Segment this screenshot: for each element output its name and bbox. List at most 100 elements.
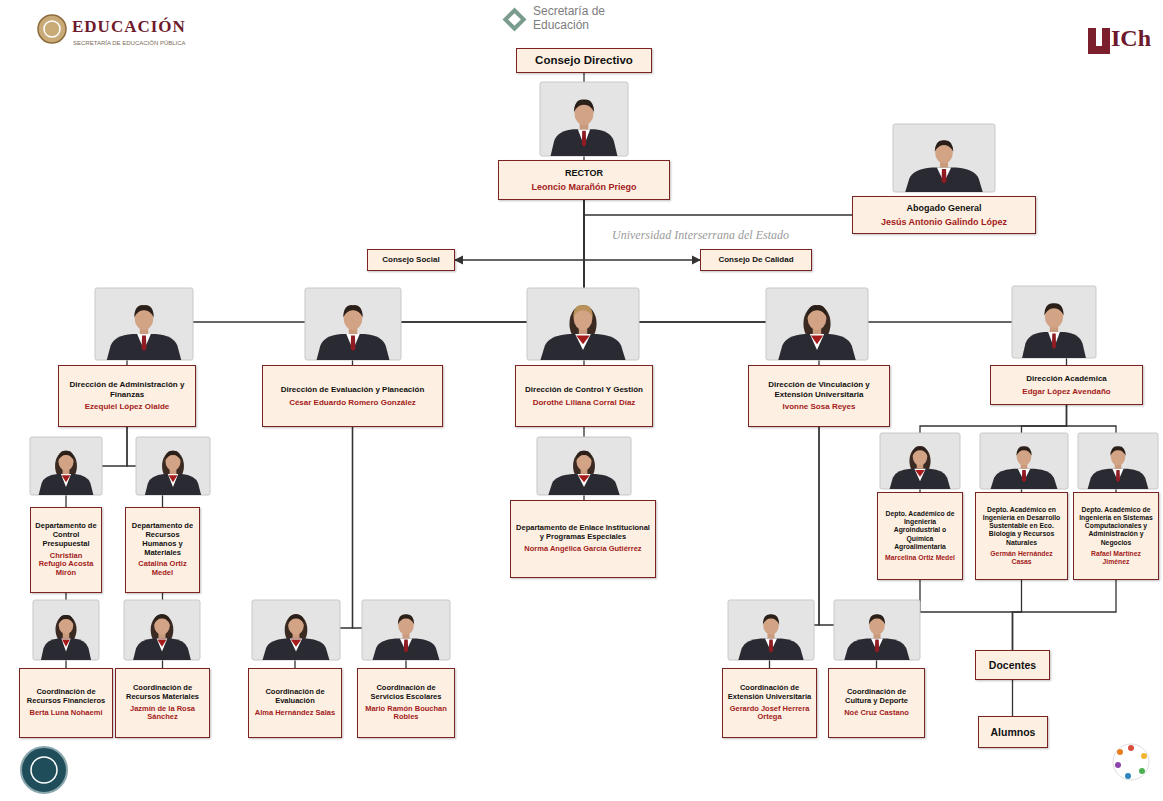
portrait-photo bbox=[766, 288, 868, 360]
body-box: Consejo Social bbox=[367, 249, 455, 271]
portrait-photo bbox=[362, 600, 450, 660]
box-title: Coordinación de Recursos Financieros bbox=[24, 688, 108, 706]
position-box: Departamento de Recursos Humanos y Mater… bbox=[125, 507, 200, 593]
person-name: Germán Hernández Casas bbox=[980, 550, 1063, 566]
person-name: Dorothé Liliana Corral Díaz bbox=[533, 398, 636, 407]
position-box: Dirección AcadémicaEdgar López Avendaño bbox=[990, 365, 1143, 405]
body-box: Consejo De Calidad bbox=[700, 249, 812, 271]
portrait-photo bbox=[1012, 286, 1096, 358]
position-box: Dirección de Administración y FinanzasEz… bbox=[58, 365, 196, 427]
person-name: Catalina Ortiz Medel bbox=[130, 560, 195, 578]
position-box: RECTOR Leoncio Marañón Priego bbox=[498, 160, 670, 200]
position-box: Coordinación de Recursos FinancierosBert… bbox=[19, 668, 113, 738]
box-title: Dirección de Control Y Gestión bbox=[525, 385, 643, 394]
person-name: Edgar López Avendaño bbox=[1022, 387, 1110, 396]
position-box: Dirección de Evaluación y PlaneaciónCésa… bbox=[262, 365, 443, 427]
org-connector bbox=[584, 200, 852, 215]
portrait-photo bbox=[124, 600, 200, 660]
box-title: Consejo De Calidad bbox=[718, 255, 793, 264]
portrait-photo bbox=[834, 600, 920, 660]
box-title: Consejo Social bbox=[382, 255, 439, 264]
portrait-photo bbox=[980, 433, 1068, 489]
certification-seal bbox=[21, 747, 67, 793]
portrait-photo bbox=[30, 437, 102, 495]
sep-emblem bbox=[502, 7, 526, 31]
box-title: Docentes bbox=[989, 659, 1036, 671]
person-name: Marcelina Ortiz Medel bbox=[885, 554, 955, 562]
portrait-photo bbox=[252, 600, 340, 660]
person-name: Alma Hernández Salas bbox=[255, 709, 335, 718]
box-title: Departamento de Recursos Humanos y Mater… bbox=[130, 522, 195, 557]
person-name: Christian Refugio Acosta Mirón bbox=[35, 552, 97, 579]
position-box: Departamento de Enlace Institucional y P… bbox=[510, 500, 656, 578]
portrait-photo bbox=[893, 124, 995, 192]
box-title: RECTOR bbox=[565, 168, 603, 179]
portrait-photo bbox=[136, 437, 210, 495]
box-title: Consejo Directivo bbox=[535, 54, 633, 68]
org-connector bbox=[1013, 580, 1022, 650]
portrait-photo bbox=[95, 288, 193, 360]
org-connector bbox=[1013, 580, 1117, 650]
person-name: Ezequiel López Olalde bbox=[85, 402, 169, 411]
person-name: Mario Ramón Bouchan Robles bbox=[362, 705, 450, 723]
person-name: Ivonne Sosa Reyes bbox=[783, 402, 856, 411]
person-name: Jazmín de la Rosa Sánchez bbox=[120, 705, 205, 723]
position-box: Coordinación de Servicios EscolaresMario… bbox=[357, 668, 455, 738]
education-emblem bbox=[38, 15, 66, 43]
person-name: Rafael Martínez Jiménez bbox=[1078, 550, 1154, 566]
position-box: Coordinación de Extensión UniversitariaG… bbox=[722, 668, 817, 738]
box-title: Depto. Académico en Ingeniería en Desarr… bbox=[980, 506, 1063, 546]
body-box: Alumnos bbox=[978, 716, 1048, 748]
body-box: Docentes bbox=[975, 650, 1050, 680]
box-title: Dirección de Vinculación y Extensión Uni… bbox=[753, 380, 885, 399]
university-logo bbox=[1088, 28, 1110, 54]
box-title: Coordinación de Cultura y Deporte bbox=[833, 688, 920, 706]
person-name: Noé Cruz Castano bbox=[844, 709, 909, 718]
position-box: Abogado GeneralJesús Antonio Galindo Lóp… bbox=[852, 196, 1036, 234]
person-name: Berta Luna Nohaemi bbox=[30, 709, 103, 718]
position-box: Departamento de Control PresupuestalChri… bbox=[30, 507, 102, 593]
watermark: Universidad Interserrana del Estado bbox=[612, 229, 789, 242]
people-logo bbox=[1113, 744, 1149, 780]
box-title: Coordinación de Servicios Escolares bbox=[362, 684, 450, 702]
body-box: Consejo Directivo bbox=[516, 48, 652, 73]
portrait-photo bbox=[540, 82, 628, 156]
portrait-photo bbox=[33, 600, 99, 660]
person-name: Jesús Antonio Galindo López bbox=[881, 217, 1007, 228]
portrait-photo bbox=[305, 288, 401, 360]
logo-text: Secretaría de Educación bbox=[533, 5, 617, 33]
person-name: Gerardo Josef Herrera Ortega bbox=[727, 705, 812, 723]
position-box: Depto. Académico de Ingeniería en Sistem… bbox=[1073, 492, 1159, 580]
position-box: Coordinación de EvaluaciónAlma Hernández… bbox=[248, 668, 342, 738]
box-title: Coordinación de Evaluación bbox=[253, 688, 337, 706]
logo-text: SECRETARÍA DE EDUCACIÓN PÚBLICA bbox=[73, 40, 186, 47]
box-title: Alumnos bbox=[991, 726, 1036, 738]
box-title: Dirección Académica bbox=[1026, 374, 1107, 383]
position-box: Depto. Académico de Ingeniería Agroindus… bbox=[877, 492, 963, 580]
portrait-photo bbox=[880, 433, 960, 489]
position-box: Depto. Académico en Ingeniería en Desarr… bbox=[975, 492, 1068, 580]
org-connector bbox=[584, 200, 1067, 365]
box-title: Coordinación de Recursos Materiales bbox=[120, 684, 205, 702]
position-box: Coordinación de Recursos MaterialesJazmí… bbox=[115, 668, 210, 738]
position-box: Dirección de Control Y GestiónDorothé Li… bbox=[515, 365, 653, 427]
logo-text: ICh bbox=[1111, 25, 1151, 51]
box-title: Coordinación de Extensión Universitaria bbox=[727, 684, 812, 702]
org-connector bbox=[127, 200, 584, 365]
box-title: Departamento de Enlace Institucional y P… bbox=[515, 524, 651, 542]
portrait-photo bbox=[527, 288, 639, 360]
portrait-photo bbox=[728, 600, 814, 660]
box-title: Departamento de Control Presupuestal bbox=[35, 522, 97, 549]
position-box: Coordinación de Cultura y DeporteNoé Cru… bbox=[828, 668, 925, 738]
person-name: Leoncio Marañón Priego bbox=[531, 182, 636, 193]
box-title: Abogado General bbox=[906, 203, 981, 214]
portrait-photo bbox=[537, 437, 631, 495]
position-box: Dirección de Vinculación y Extensión Uni… bbox=[748, 365, 890, 427]
org-connector bbox=[920, 580, 1013, 650]
person-name: César Eduardo Romero González bbox=[289, 398, 416, 407]
box-title: Depto. Académico de Ingeniería en Sistem… bbox=[1078, 506, 1154, 546]
box-title: Dirección de Administración y Finanzas bbox=[63, 380, 191, 399]
logo-text: EDUCACIÓN bbox=[72, 18, 186, 37]
box-title: Dirección de Evaluación y Planeación bbox=[281, 385, 425, 394]
